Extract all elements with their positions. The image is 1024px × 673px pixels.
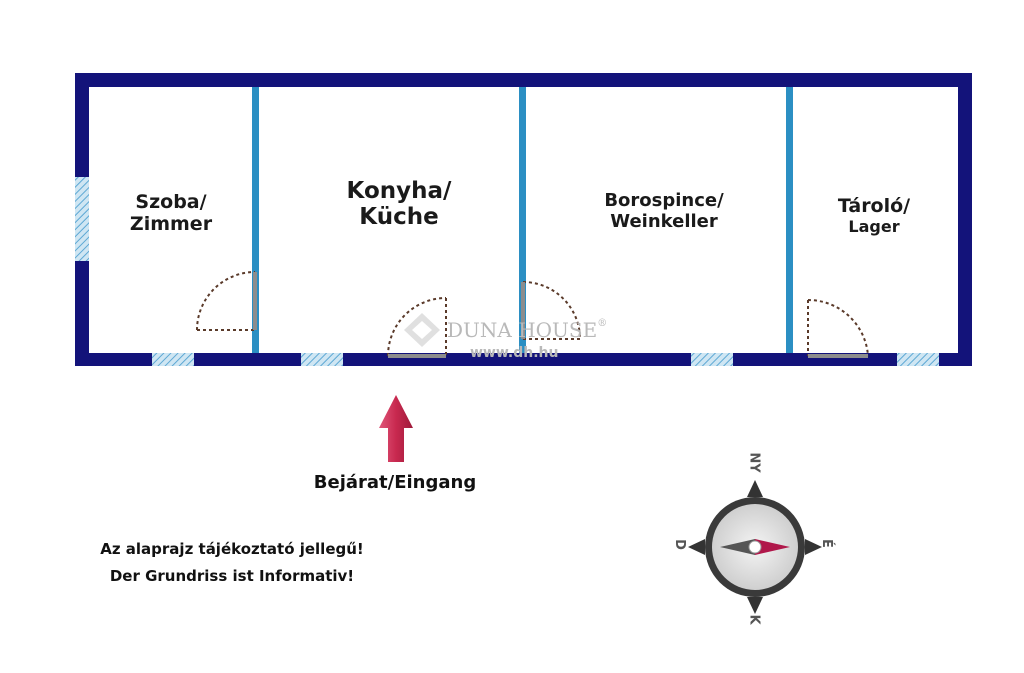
room-label-line: Küche [359, 204, 439, 231]
compass-west-label: D [671, 539, 687, 550]
window-bottom-2 [301, 353, 343, 366]
window-bottom-1 [152, 353, 194, 366]
interior-walls [252, 87, 793, 353]
compass-south-label: K [746, 614, 762, 625]
room-label-borospince: Borospince/ Weinkeller [578, 190, 750, 232]
door-borospince [521, 281, 581, 340]
room-label-konyha: Konyha/ Küche [318, 178, 480, 231]
room-label-line: Konyha/ [346, 178, 452, 204]
entrance-arrow-icon [379, 395, 413, 462]
room-label-tarolo: Tároló/ Lager [814, 195, 934, 236]
watermark-url: www.dh.hu [470, 345, 559, 361]
outer-walls [75, 73, 972, 366]
window-bottom-4 [897, 353, 939, 366]
room-label-line: Lager [848, 216, 900, 236]
room-label-line: Borospince/ [604, 190, 724, 211]
room-label-szoba: Szoba/ Zimmer [110, 191, 232, 236]
window-bottom-3 [691, 353, 733, 366]
entrance-label: Bejárat/Eingang [313, 472, 477, 493]
window-left [75, 177, 89, 261]
door-entrance [387, 297, 447, 358]
door-szoba [196, 271, 257, 331]
watermark-registered: ® [597, 318, 608, 329]
room-label-line: Zimmer [129, 212, 213, 235]
watermark-brand: DUNA HOUSE® [447, 318, 608, 342]
watermark-logo-icon [404, 313, 440, 347]
windows [75, 177, 939, 366]
room-label-line: Tároló/ [837, 195, 911, 217]
door-tarolo [807, 298, 869, 358]
room-label-line: Szoba/ [135, 191, 207, 213]
room-label-line: Weinkeller [610, 210, 718, 232]
compass-east-label: É [818, 539, 834, 548]
compass-icon [688, 480, 822, 614]
compass-north-label: NY [746, 452, 762, 473]
disclaimer-line-1: Az alaprajz tájékoztató jellegű! [100, 540, 364, 558]
disclaimer-line-2: Der Grundriss ist Informativ! [109, 567, 355, 585]
